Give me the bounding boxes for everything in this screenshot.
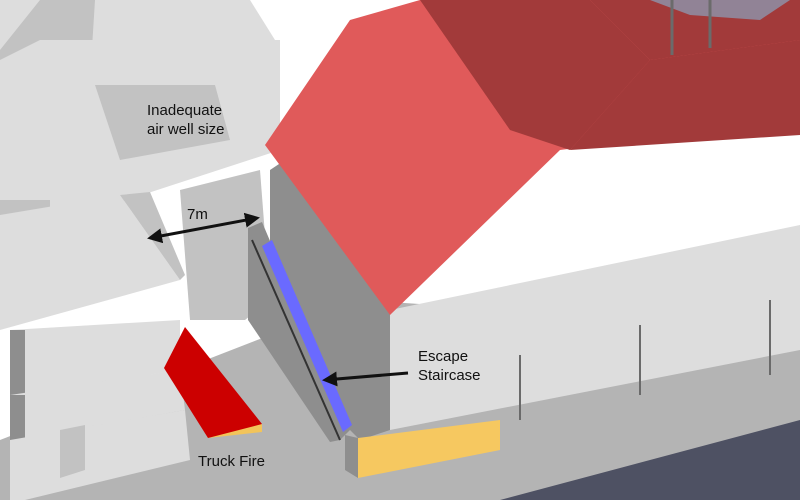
left-opening [60, 425, 85, 478]
right-building-front [390, 225, 800, 430]
courtyard-back-wall [180, 170, 270, 320]
left-floor-3 [10, 370, 185, 440]
roof-glass [650, 0, 790, 20]
left-floor-4 [10, 410, 190, 500]
yellow-block-top [358, 420, 500, 478]
air-well-label-line-2: air well size [147, 121, 225, 138]
yellow-block-side [345, 435, 358, 478]
arrow-to-staircase [322, 371, 409, 387]
staircase-label-line-1: Escape [418, 348, 469, 365]
air-well-opening [95, 85, 230, 160]
double-arrow-7m [147, 212, 260, 244]
roof-right-dark [570, 40, 800, 150]
left-floor-3-shadow [10, 395, 25, 440]
staircase-label-line-2: Staircase [418, 367, 481, 384]
truck-fire-top [164, 327, 262, 438]
air-well-label-line-1: Inadequate [147, 102, 223, 119]
left-floor-2-shadow [10, 330, 25, 395]
staircase-rail [251, 239, 341, 441]
road [500, 420, 800, 500]
distance-label: 7m [187, 206, 208, 223]
roof-ridge-dark [420, 0, 650, 150]
left-terrace-1 [0, 195, 180, 330]
truck-fire-label: Truck Fire [198, 453, 265, 470]
